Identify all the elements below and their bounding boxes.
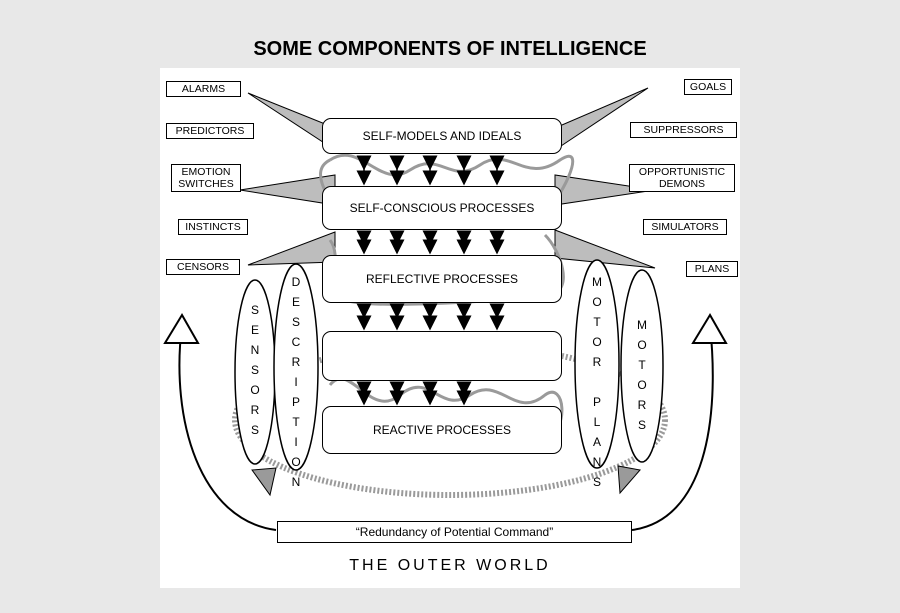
layer-reactive: REACTIVE PROCESSES (322, 406, 562, 454)
vertical-letter: N (291, 475, 301, 489)
right-arrow-head (691, 313, 728, 344)
censors-box: CENSORS (166, 259, 240, 275)
loop-arrow-right (617, 465, 641, 495)
vertical-letter: S (592, 475, 601, 489)
vertical-letter: I (294, 435, 298, 449)
right-return-arrow (631, 324, 714, 531)
vertical-letter: R (592, 355, 602, 369)
opportunistic-demons-box: OPPORTUNISTIC DEMONS (629, 164, 735, 192)
vertical-letter: S (250, 423, 259, 437)
vertical-letter: R (250, 403, 260, 417)
motor-plans-oval (574, 259, 620, 469)
vertical-letter: N (250, 343, 260, 357)
simulators-box: SIMULATORS (643, 219, 727, 235)
layer-reactive-label: REACTIVE PROCESSES (372, 423, 512, 437)
wedge-right-low (554, 229, 656, 269)
vertical-letter: M (637, 318, 647, 332)
vertical-letter: S (637, 418, 646, 432)
vertical-letter: S (250, 363, 259, 377)
layer-self-conscious-label: SELF-CONSCIOUS PROCESSES (349, 201, 535, 215)
layer-reflective: REFLECTIVE PROCESSES (322, 255, 562, 303)
vertical-letter: R (637, 398, 647, 412)
layer-self-conscious: SELF-CONSCIOUS PROCESSES (322, 186, 562, 230)
layer-deliberative (322, 331, 562, 381)
left-return-arrow (178, 324, 277, 531)
vertical-letter: T (593, 315, 601, 329)
emotion-switches-box: EMOTION SWITCHES (171, 164, 241, 192)
vertical-letter: E (291, 295, 300, 309)
vertical-letter: N (592, 455, 602, 469)
vertical-letter: E (250, 323, 259, 337)
vertical-letter (587, 372, 607, 392)
vertical-letter: P (592, 395, 601, 409)
vertical-letter: T (292, 415, 300, 429)
redundancy-box: “Redundancy of Potential Command” (277, 521, 632, 543)
vertical-letter: S (291, 315, 300, 329)
vertical-letter: O (592, 295, 602, 309)
vertical-letter: O (250, 383, 260, 397)
vertical-letter: A (592, 435, 601, 449)
inter-layer-arrows (356, 155, 505, 406)
vertical-letter: O (592, 335, 602, 349)
description-oval (273, 263, 319, 471)
layer-self-models: SELF-MODELS AND IDEALS (322, 118, 562, 154)
outer-loop (232, 342, 668, 498)
outer-world-label: THE OUTER WORLD (349, 557, 551, 574)
goals-box: GOALS (684, 79, 732, 95)
vertical-letter: S (250, 303, 259, 317)
vertical-letter: O (637, 378, 647, 392)
diagram-title: SOME COMPONENTS OF INTELLIGENCE (253, 38, 647, 60)
plans-box: PLANS (686, 261, 738, 277)
layer-self-models-label: SELF-MODELS AND IDEALS (362, 129, 522, 143)
vertical-letter: P (291, 395, 300, 409)
vertical-letter: I (294, 375, 298, 389)
vertical-letter: C (291, 335, 301, 349)
vertical-letter: O (291, 455, 301, 469)
layer-reflective-label: REFLECTIVE PROCESSES (365, 272, 519, 286)
predictors-box: PREDICTORS (166, 123, 254, 139)
vertical-letter: O (637, 338, 647, 352)
vertical-letter: M (592, 275, 602, 289)
left-arrow-head (163, 313, 200, 344)
instincts-box: INSTINCTS (178, 219, 248, 235)
vertical-letter: L (593, 415, 601, 429)
loop-arrow-left (251, 467, 277, 497)
motors-oval (620, 269, 664, 463)
vertical-letter: T (638, 358, 646, 372)
vertical-letter: D (291, 275, 301, 289)
vertical-letter: R (291, 355, 301, 369)
suppressors-box: SUPPRESSORS (630, 122, 737, 138)
alarms-box: ALARMS (166, 81, 241, 97)
